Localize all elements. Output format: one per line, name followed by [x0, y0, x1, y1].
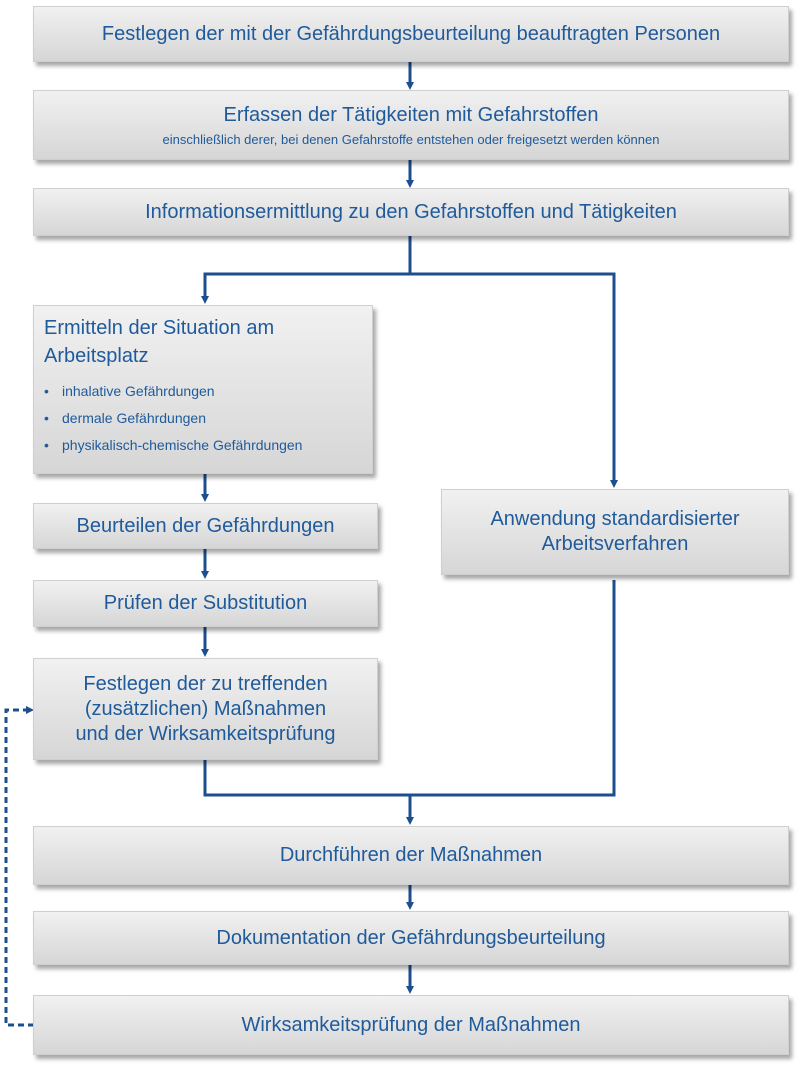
box-ermitteln-situation: Ermitteln der Situation am Arbeitsplatz … [33, 305, 373, 474]
box-erfassen-taetigkeiten: Erfassen der Tätigkeiten mit Gefahrstoff… [33, 90, 789, 160]
hazard-list-item: inhalative Gefährdungen [44, 378, 302, 405]
box-label: Prüfen der Substitution [103, 592, 308, 614]
box-line1: Festlegen der zu treffenden [83, 672, 328, 695]
hazard-list: inhalative Gefährdungen dermale Gefährdu… [44, 378, 302, 459]
box-line2: (zusätzlichen) Maßnahmen [84, 697, 327, 720]
merge-connector-left [203, 760, 410, 797]
box-informationsermittlung: Informationsermittlung zu den Gefahrstof… [33, 188, 789, 236]
box-wirksamkeitspruefung: Wirksamkeitsprüfung der Maßnahmen [33, 995, 789, 1055]
box-festlegen-personen: Festlegen der mit der Gefährdungsbeurtei… [33, 6, 789, 62]
box-label: Informationsermittlung zu den Gefahrstof… [145, 200, 677, 223]
box-label: Festlegen der mit der Gefährdungsbeurtei… [101, 22, 721, 45]
box-title-line2: Arbeitsplatz [44, 345, 149, 367]
merge-connector-right [410, 580, 616, 797]
box-substitution: Prüfen der Substitution [33, 580, 378, 627]
hazard-list-item: physikalisch-chemische Gefährdungen [44, 432, 302, 459]
box-line1: Anwendung standardisierter [490, 508, 740, 530]
box-label: Beurteilen der Gefährdungen [76, 514, 335, 537]
box-title: Erfassen der Tätigkeiten mit Gefahrstoff… [223, 103, 599, 126]
box-label: Durchführen der Maßnahmen [279, 844, 543, 866]
box-title-line1: Ermitteln der Situation am [44, 317, 275, 339]
box-subtitle: einschließlich derer, bei denen Gefahrst… [162, 131, 660, 147]
split-connector-right [410, 272, 618, 488]
box-label: Dokumentation der Gefährdungsbeurteilung [216, 926, 606, 949]
box-festlegen-massnahmen: Festlegen der zu treffenden (zusätzliche… [33, 658, 378, 760]
box-line2: Arbeitsverfahren [541, 533, 689, 555]
split-connector [201, 236, 412, 304]
box-durchfuehren: Durchführen der Maßnahmen [33, 826, 789, 885]
box-beurteilen: Beurteilen der Gefährdungen [33, 503, 378, 549]
feedback-loop-dashed [4, 706, 34, 1027]
box-dokumentation: Dokumentation der Gefährdungsbeurteilung [33, 911, 789, 965]
box-label: Wirksamkeitsprüfung der Maßnahmen [241, 1013, 581, 1036]
box-standardisierte-verfahren: Anwendung standardisierter Arbeitsverfah… [441, 489, 789, 575]
box-line3: und der Wirksamkeitsprüfung [75, 722, 336, 745]
hazard-list-item: dermale Gefährdungen [44, 405, 302, 432]
